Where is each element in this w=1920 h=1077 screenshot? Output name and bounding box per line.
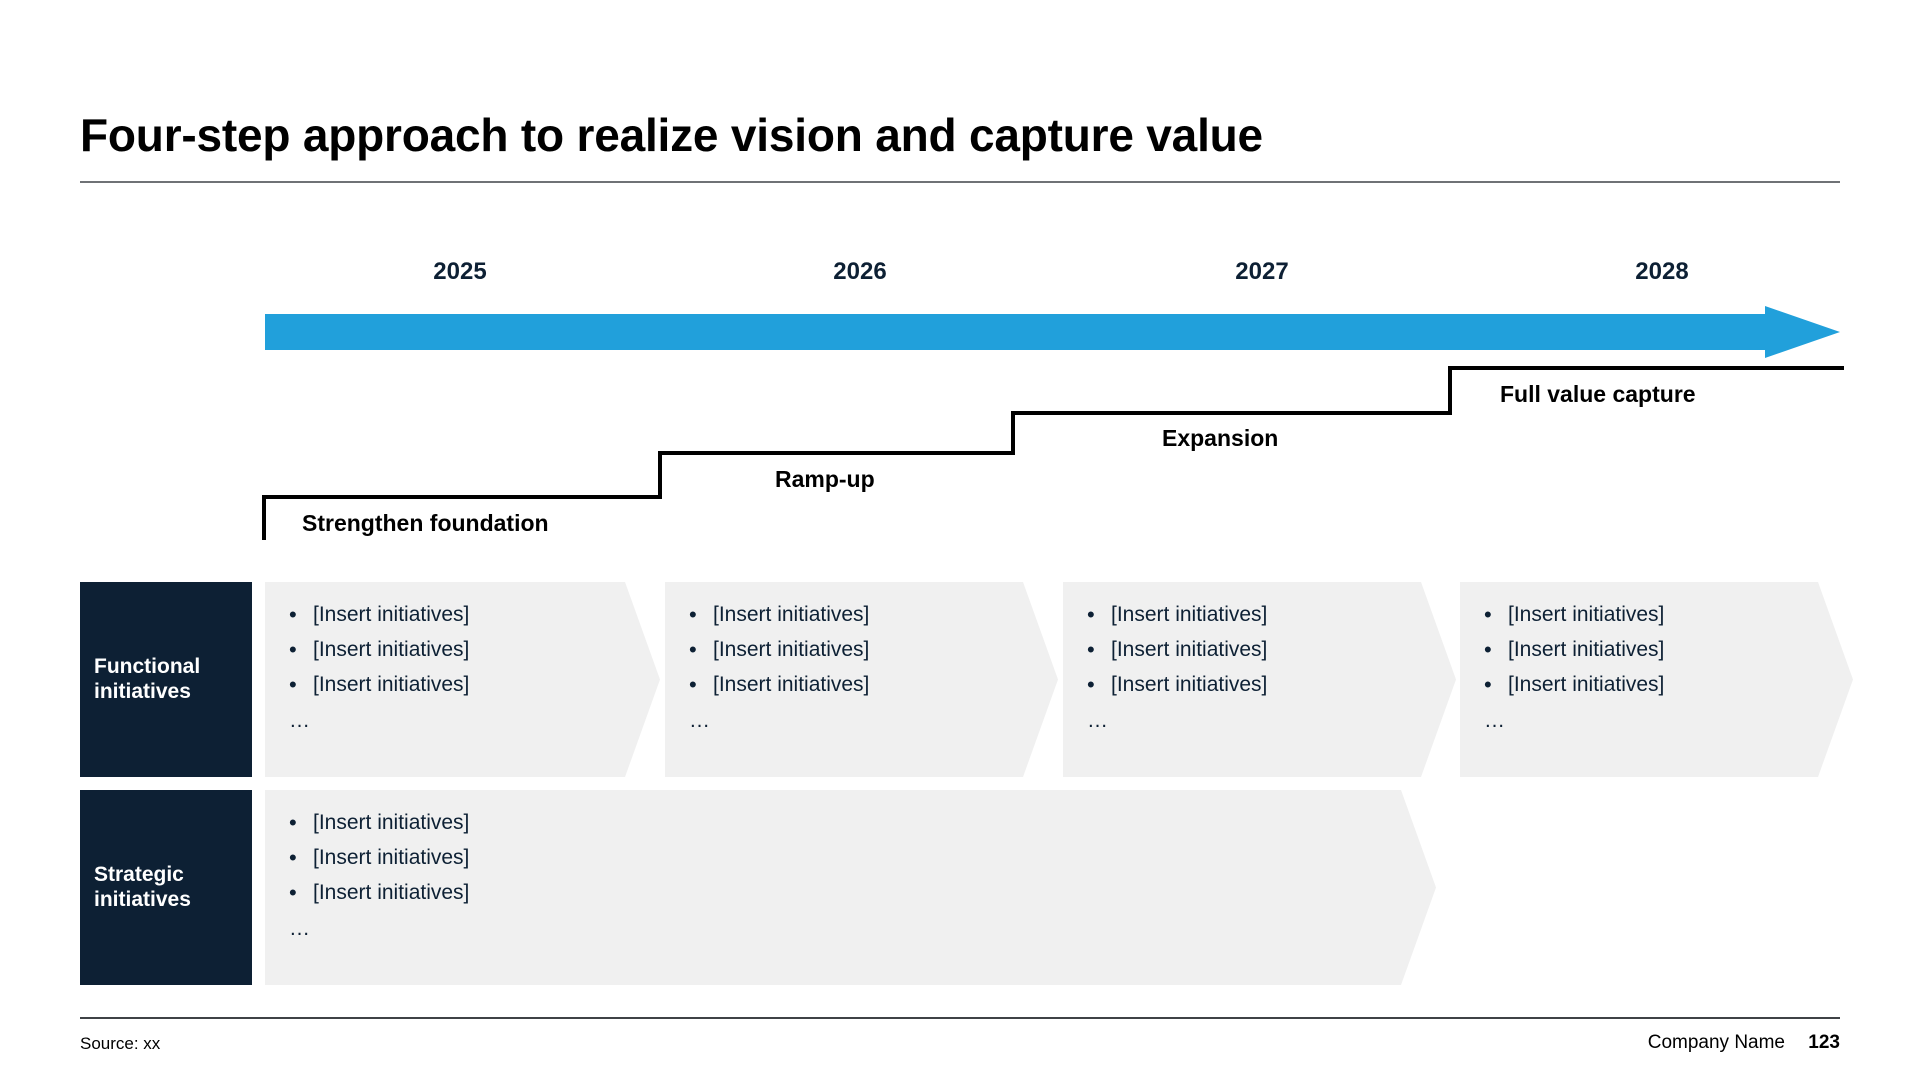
row-label-strategic-initiatives: Strategic initiatives — [80, 790, 252, 985]
bullet-icon: • — [289, 880, 297, 905]
list-ellipsis: … — [1484, 709, 1507, 732]
bullet-icon: • — [289, 637, 297, 662]
row-label-functional-initiatives: Functional initiatives — [80, 582, 252, 777]
list-item-label: [Insert initiatives] — [1508, 673, 1665, 696]
list-item: • [Insert initiatives] — [689, 604, 1058, 626]
phase-staircase-graphic — [262, 366, 1844, 540]
list-item: • [Insert initiatives] — [689, 674, 1058, 696]
bullet-icon: • — [1484, 672, 1492, 697]
list-item-label: [Insert initiatives] — [713, 638, 870, 661]
list-item: • [Insert initiatives] — [289, 674, 660, 696]
initiative-cell[interactable]: • [Insert initiatives] • [Insert initiat… — [665, 582, 1058, 777]
list-item-label: [Insert initiatives] — [313, 673, 470, 696]
bullet-icon: • — [1484, 637, 1492, 662]
list-ellipsis: … — [689, 709, 712, 732]
list-item-label: [Insert initiatives] — [1508, 603, 1665, 626]
list-item: • [Insert initiatives] — [1484, 674, 1853, 696]
list-ellipsis: … — [1087, 709, 1110, 732]
list-item-label: [Insert initiatives] — [713, 673, 870, 696]
bullet-icon: • — [289, 602, 297, 627]
list-item: • [Insert initiatives] — [289, 604, 660, 626]
list-item: • [Insert initiatives] — [1087, 604, 1456, 626]
initiative-cell[interactable]: • [Insert initiatives] • [Insert initiat… — [1063, 582, 1456, 777]
list-item: • [Insert initiatives] — [289, 882, 1436, 904]
bullet-icon: • — [689, 637, 697, 662]
footer-page-number: 123 — [1808, 1032, 1840, 1053]
timeline-year-2027: 2027 — [1235, 258, 1289, 285]
list-item-label: [Insert initiatives] — [1508, 638, 1665, 661]
list-item: • [Insert initiatives] — [1087, 639, 1456, 661]
timeline-year-2025: 2025 — [433, 258, 487, 285]
list-item: • [Insert initiatives] — [289, 847, 1436, 869]
initiative-cell[interactable]: • [Insert initiatives] • [Insert initiat… — [1460, 582, 1853, 777]
bullet-icon: • — [689, 672, 697, 697]
list-item-label: [Insert initiatives] — [1111, 603, 1268, 626]
initiative-cell[interactable]: • [Insert initiatives] • [Insert initiat… — [265, 790, 1436, 985]
footer-company-name: Company Name — [1647, 1032, 1785, 1053]
list-item: • [Insert initiatives] — [689, 639, 1058, 661]
list-item-label: [Insert initiatives] — [1111, 638, 1268, 661]
row-label-line1: Functional — [94, 655, 201, 679]
list-item-label: [Insert initiatives] — [1111, 673, 1268, 696]
footer-source: Source: xx — [80, 1034, 161, 1053]
list-item: • [Insert initiatives] — [1087, 674, 1456, 696]
bullet-icon: • — [289, 672, 297, 697]
phase-label-full-value-capture: Full value capture — [1500, 381, 1696, 407]
list-item-label: [Insert initiatives] — [313, 638, 470, 661]
timeline-arrow-icon — [265, 306, 1840, 358]
row-label-line2: initiatives — [94, 887, 191, 911]
bullet-icon: • — [289, 845, 297, 870]
row-label-line1: Strategic — [94, 863, 184, 887]
list-item-label: [Insert initiatives] — [713, 603, 870, 626]
bullet-icon: • — [1087, 602, 1095, 627]
list-item: • [Insert initiatives] — [1484, 604, 1853, 626]
list-ellipsis: … — [289, 709, 312, 732]
bullet-icon: • — [1087, 672, 1095, 697]
bullet-icon: • — [689, 602, 697, 627]
list-item: • [Insert initiatives] — [289, 812, 1436, 834]
header-divider — [80, 181, 1840, 183]
list-item-label: [Insert initiatives] — [313, 846, 470, 869]
phase-label-expansion: Expansion — [1162, 425, 1279, 451]
list-item-label: [Insert initiatives] — [313, 881, 470, 904]
initiative-cell[interactable]: • [Insert initiatives] • [Insert initiat… — [265, 582, 660, 777]
list-item-label: [Insert initiatives] — [313, 811, 470, 834]
bullet-icon: • — [1087, 637, 1095, 662]
list-item: • [Insert initiatives] — [289, 639, 660, 661]
bullet-icon: • — [1484, 602, 1492, 627]
timeline-year-2028: 2028 — [1635, 258, 1689, 285]
phase-label-ramp-up: Ramp-up — [775, 466, 875, 492]
bullet-icon: • — [289, 810, 297, 835]
footer-divider — [80, 1017, 1840, 1019]
list-item-label: [Insert initiatives] — [313, 603, 470, 626]
list-ellipsis: … — [289, 917, 312, 940]
timeline-year-2026: 2026 — [833, 258, 887, 285]
list-item: • [Insert initiatives] — [1484, 639, 1853, 661]
phase-label-strengthen-foundation: Strengthen foundation — [302, 510, 549, 536]
row-label-line2: initiatives — [94, 679, 191, 703]
page-title: Four-step approach to realize vision and… — [80, 109, 1263, 161]
